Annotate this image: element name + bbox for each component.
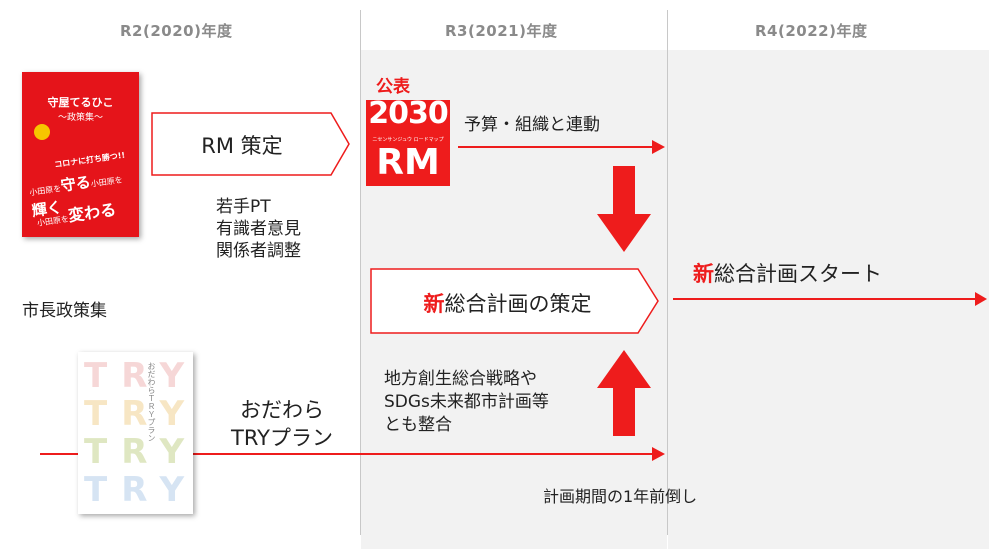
try-plan-caption-2: TRYプラン [231,426,333,450]
new-start-text: 総合計画スタート [714,262,882,286]
rm-announce-label: 公表 [376,77,410,97]
budget-link-arrow-head [652,140,665,154]
new-plan-text: 総合計画の策定 [444,292,592,316]
rm-process-note-2: 有識者意見 [216,219,301,239]
try-plan-arrow-line [40,453,654,455]
budget-link-label: 予算・組織と連動 [464,115,600,135]
rm-process-note-3: 関係者調整 [216,241,301,261]
rm-logo-rm: RM [376,142,440,183]
try-plan-book-cover: TRY TRY TRY TRY おだわらＴＲＹプラン [78,352,193,514]
column-header-r4: R4(2022)年度 [755,22,868,40]
align-note-1: 地方創生総合戦略や [384,369,537,389]
new-start-prefix: 新 [693,262,714,286]
column-header-r2: R2(2020)年度 [120,22,233,40]
new-plan-prefix: 新 [423,292,445,316]
try-plan-arrow-head [652,447,665,461]
rm-logo-sub: ニセンサンジュウ ロードマップ [372,137,444,143]
column-bg-r4 [668,0,989,549]
new-plan-label: 新総合計画の策定 [370,288,645,318]
advance-note: 計画期間の1年前倒し [543,487,698,506]
down-arrow-icon [597,166,651,252]
divider-r2-r3 [360,10,361,535]
line1-main: 守る [59,172,92,195]
try-letters-2: TRY [84,394,193,434]
new-start-arrow-line [673,298,977,300]
rm-process-shape [151,112,350,176]
line1-pre: 小田原を [28,183,62,198]
policy-book-cover: 守屋てるひこ 〜政策集〜 コロナに打ち勝つ!! 小田原を守る小田原を輝く 小田原… [22,72,139,237]
header-band [0,0,989,50]
try-letters-3: TRY [84,432,193,472]
rm-process-label: RM 策定 [201,134,283,158]
new-start-arrow-head [975,292,987,306]
line2-main: 変わる [67,199,118,226]
policy-book-caption: 市長政策集 [22,301,107,321]
divider-r3-r4 [667,10,668,535]
policy-book-subtitle: 〜政策集〜 [57,113,103,123]
budget-link-arrow-line [458,146,654,148]
line2-pre: 小田原を [36,214,70,228]
rm-logo-year: 2030 [368,100,449,131]
rm-process-note-1: 若手PT [216,197,271,217]
column-header-r3: R3(2021)年度 [445,22,558,40]
new-plan-shape [370,268,659,334]
up-arrow-icon [597,350,651,436]
try-plan-caption-1: おだわら [240,398,324,422]
sun-icon [34,124,50,140]
policy-book-title: 守屋てるひこ [47,96,114,109]
try-book-vertical-title: おだわらＴＲＹプラン [147,362,156,442]
try-plan-caption: おだわら TRYプラン [212,396,352,452]
align-note-2: SDGs未来都市計画等 [384,392,549,412]
try-letters-1: TRY [84,356,193,396]
try-letters-4: TRY [84,470,193,510]
align-note-3: とも整合 [384,415,452,435]
new-start-label: 新総合計画スタート [693,258,882,288]
line1-mid: 小田原を [90,175,124,189]
rm-2030-logo: 2030 ニセンサンジュウ ロードマップ RM [366,100,450,186]
